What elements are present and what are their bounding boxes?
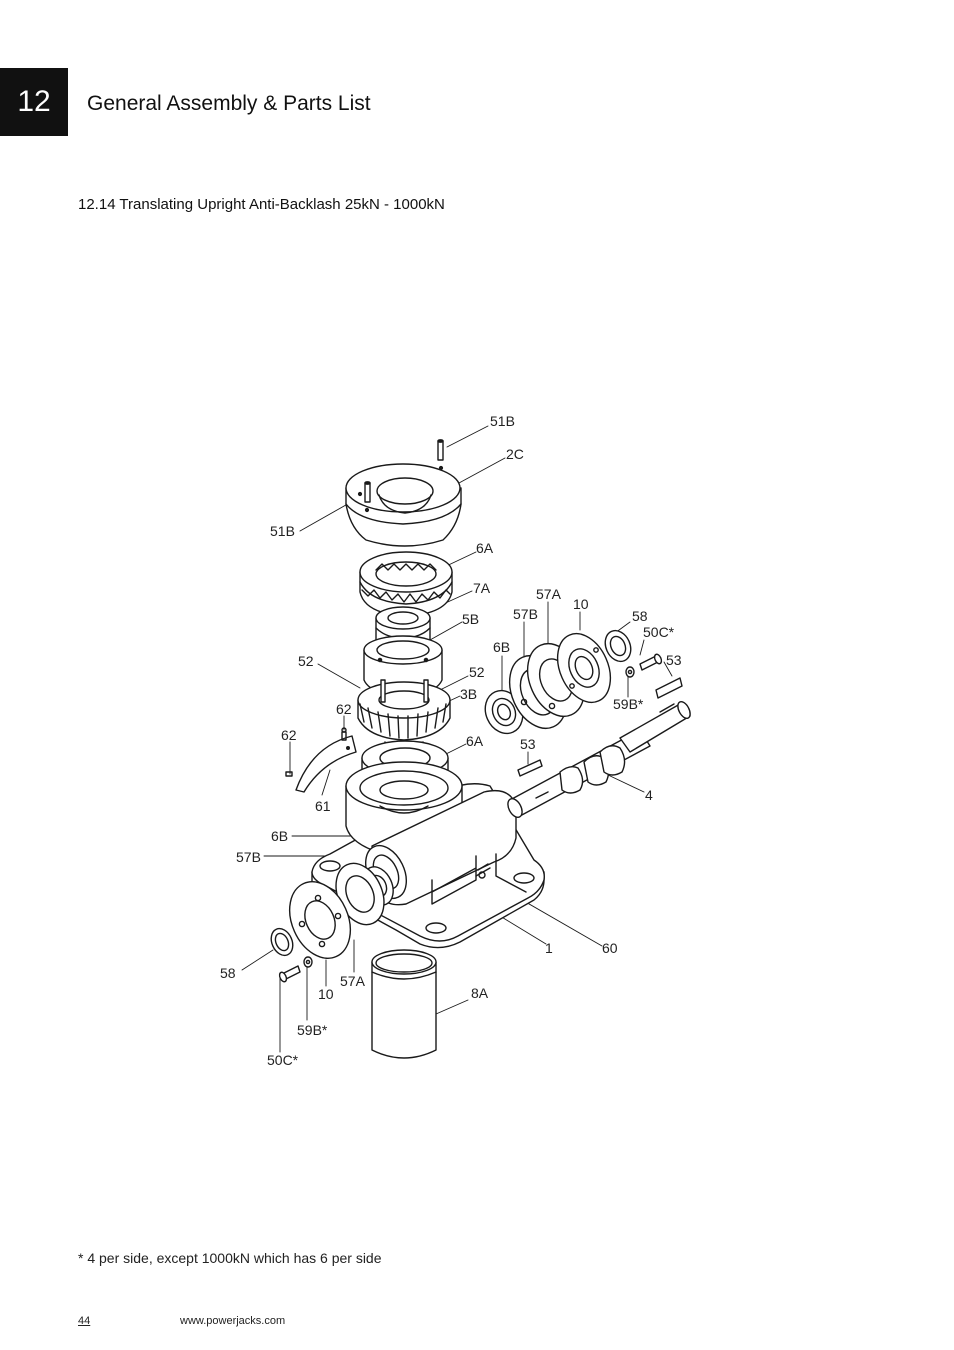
label-51b-left: 51B — [270, 523, 295, 539]
screw-50c-right — [639, 653, 663, 671]
washer-59b-right — [625, 666, 635, 678]
worm-shaft-4 — [507, 701, 691, 818]
label-7a: 7A — [473, 580, 491, 596]
website-url: www.powerjacks.com — [180, 1315, 286, 1327]
label-50c-top: 50C* — [643, 624, 675, 640]
screw-50c-left — [278, 965, 301, 983]
label-5b: 5B — [462, 611, 479, 627]
pin-51b-left — [364, 481, 371, 503]
label-62-b: 62 — [281, 727, 297, 743]
chapter-number: 12 — [17, 85, 51, 118]
label-2c: 2C — [506, 446, 524, 462]
label-57b-left: 57B — [236, 849, 261, 865]
label-58-top: 58 — [632, 608, 648, 624]
label-1: 1 — [545, 940, 553, 956]
label-57a-top: 57A — [536, 586, 562, 602]
leader-lines — [241, 425, 673, 1053]
footnote: * 4 per side, except 1000kN which has 6 … — [78, 1250, 382, 1266]
label-6b-left: 6B — [271, 828, 288, 844]
key-53-right — [655, 677, 683, 699]
label-52-left: 52 — [298, 653, 314, 669]
label-52-right: 52 — [469, 664, 485, 680]
label-6a-top: 6A — [476, 540, 494, 556]
label-59b-top: 59B* — [613, 696, 644, 712]
label-62-a: 62 — [336, 701, 352, 717]
label-60: 60 — [602, 940, 618, 956]
label-6b-top: 6B — [493, 639, 510, 655]
label-53-mid: 53 — [520, 736, 536, 752]
label-61: 61 — [315, 798, 331, 814]
label-10-bottom: 10 — [318, 986, 334, 1002]
label-8a: 8A — [471, 985, 489, 1001]
oil-seal-58-left — [270, 927, 294, 957]
label-59b-bottom: 59B* — [297, 1022, 328, 1038]
chapter-title: General Assembly & Parts List — [87, 92, 371, 115]
end-cover-57a-left — [288, 881, 352, 959]
protection-tube-8a — [371, 949, 437, 1059]
label-10-top: 10 — [573, 596, 589, 612]
label-51b-top: 51B — [490, 413, 515, 429]
cover-strip-61 — [285, 727, 357, 793]
page-number: 44 — [78, 1315, 91, 1327]
label-4: 4 — [645, 787, 653, 803]
label-3b: 3B — [460, 686, 477, 702]
label-57a-bottom: 57A — [340, 973, 366, 989]
label-57b-top: 57B — [513, 606, 538, 622]
chapter-number-box: 12 — [0, 68, 68, 136]
top-cover-2c — [345, 463, 462, 547]
section-title: 12.14 Translating Upright Anti-Backlash … — [78, 196, 445, 213]
worm-gear-3b — [357, 679, 451, 741]
thrust-bearing-6a-top — [359, 551, 453, 617]
pin-51b-top — [437, 439, 444, 461]
label-6a-mid: 6A — [466, 733, 484, 749]
key-53-mid — [517, 759, 543, 777]
washer-59b-left — [303, 956, 313, 968]
part-labels: 51B 2C 51B 6A 7A 5B 52 52 3B 62 62 6A 61… — [220, 413, 682, 1068]
label-53-right: 53 — [666, 652, 682, 668]
oil-seal-58-right — [604, 629, 632, 663]
label-58-left: 58 — [220, 965, 236, 981]
label-50c-bottom: 50C* — [267, 1052, 299, 1068]
housing-flange-10-right — [556, 632, 612, 704]
